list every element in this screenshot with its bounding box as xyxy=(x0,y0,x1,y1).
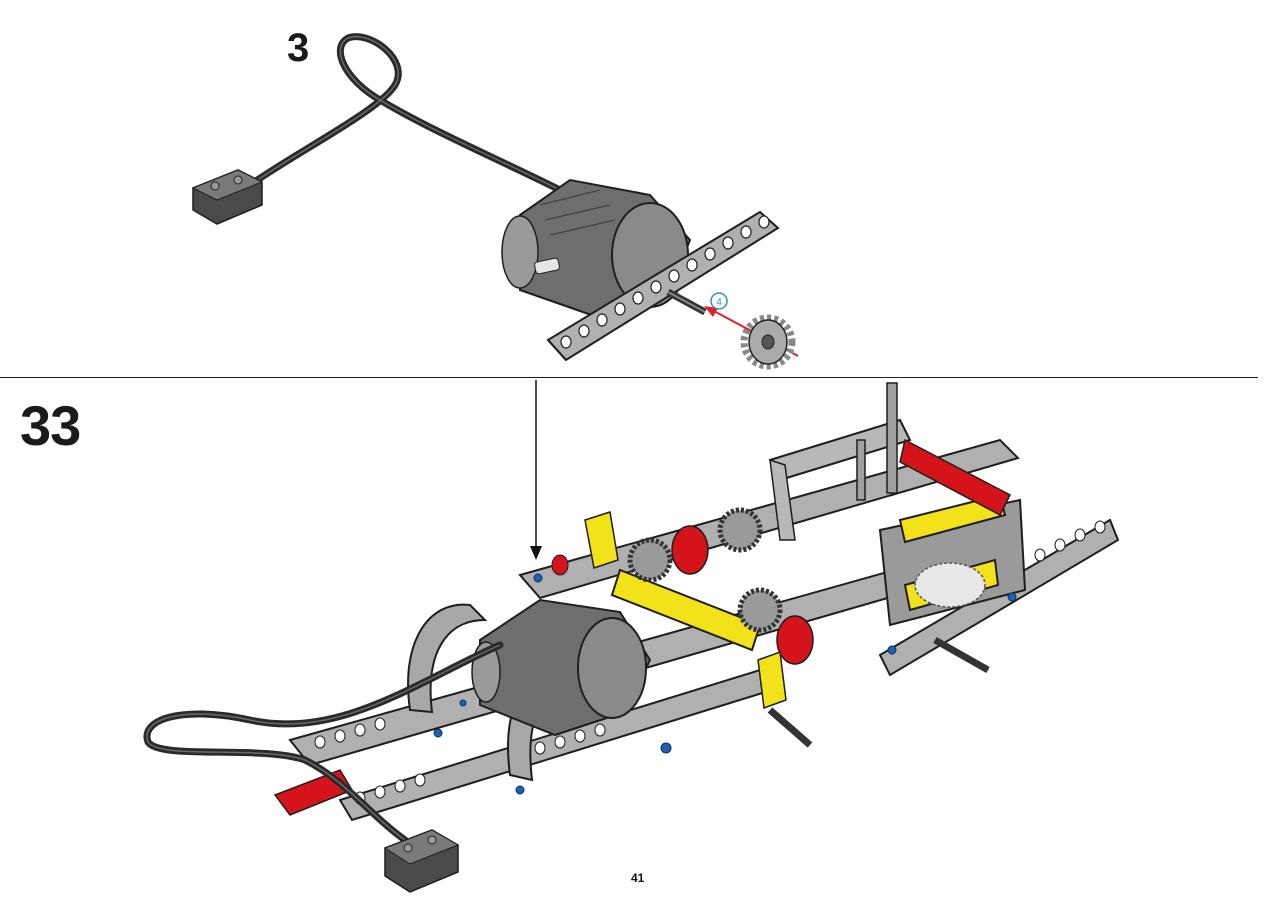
gear-icon xyxy=(740,314,796,370)
substep-number: 3 xyxy=(287,26,310,70)
connector-icon xyxy=(383,829,460,893)
page-number: 41 xyxy=(631,871,645,885)
assembly-icon xyxy=(143,382,1120,893)
sub-assembly: 4 xyxy=(191,33,799,370)
callout-quantity-badge: 4 xyxy=(710,292,728,310)
divider xyxy=(0,377,1258,378)
arrow-icon xyxy=(530,380,542,560)
step-number: 33 xyxy=(20,394,81,457)
callout-quantity: 4 xyxy=(716,297,722,308)
beam-icon xyxy=(546,210,780,362)
connector-icon xyxy=(191,169,264,225)
